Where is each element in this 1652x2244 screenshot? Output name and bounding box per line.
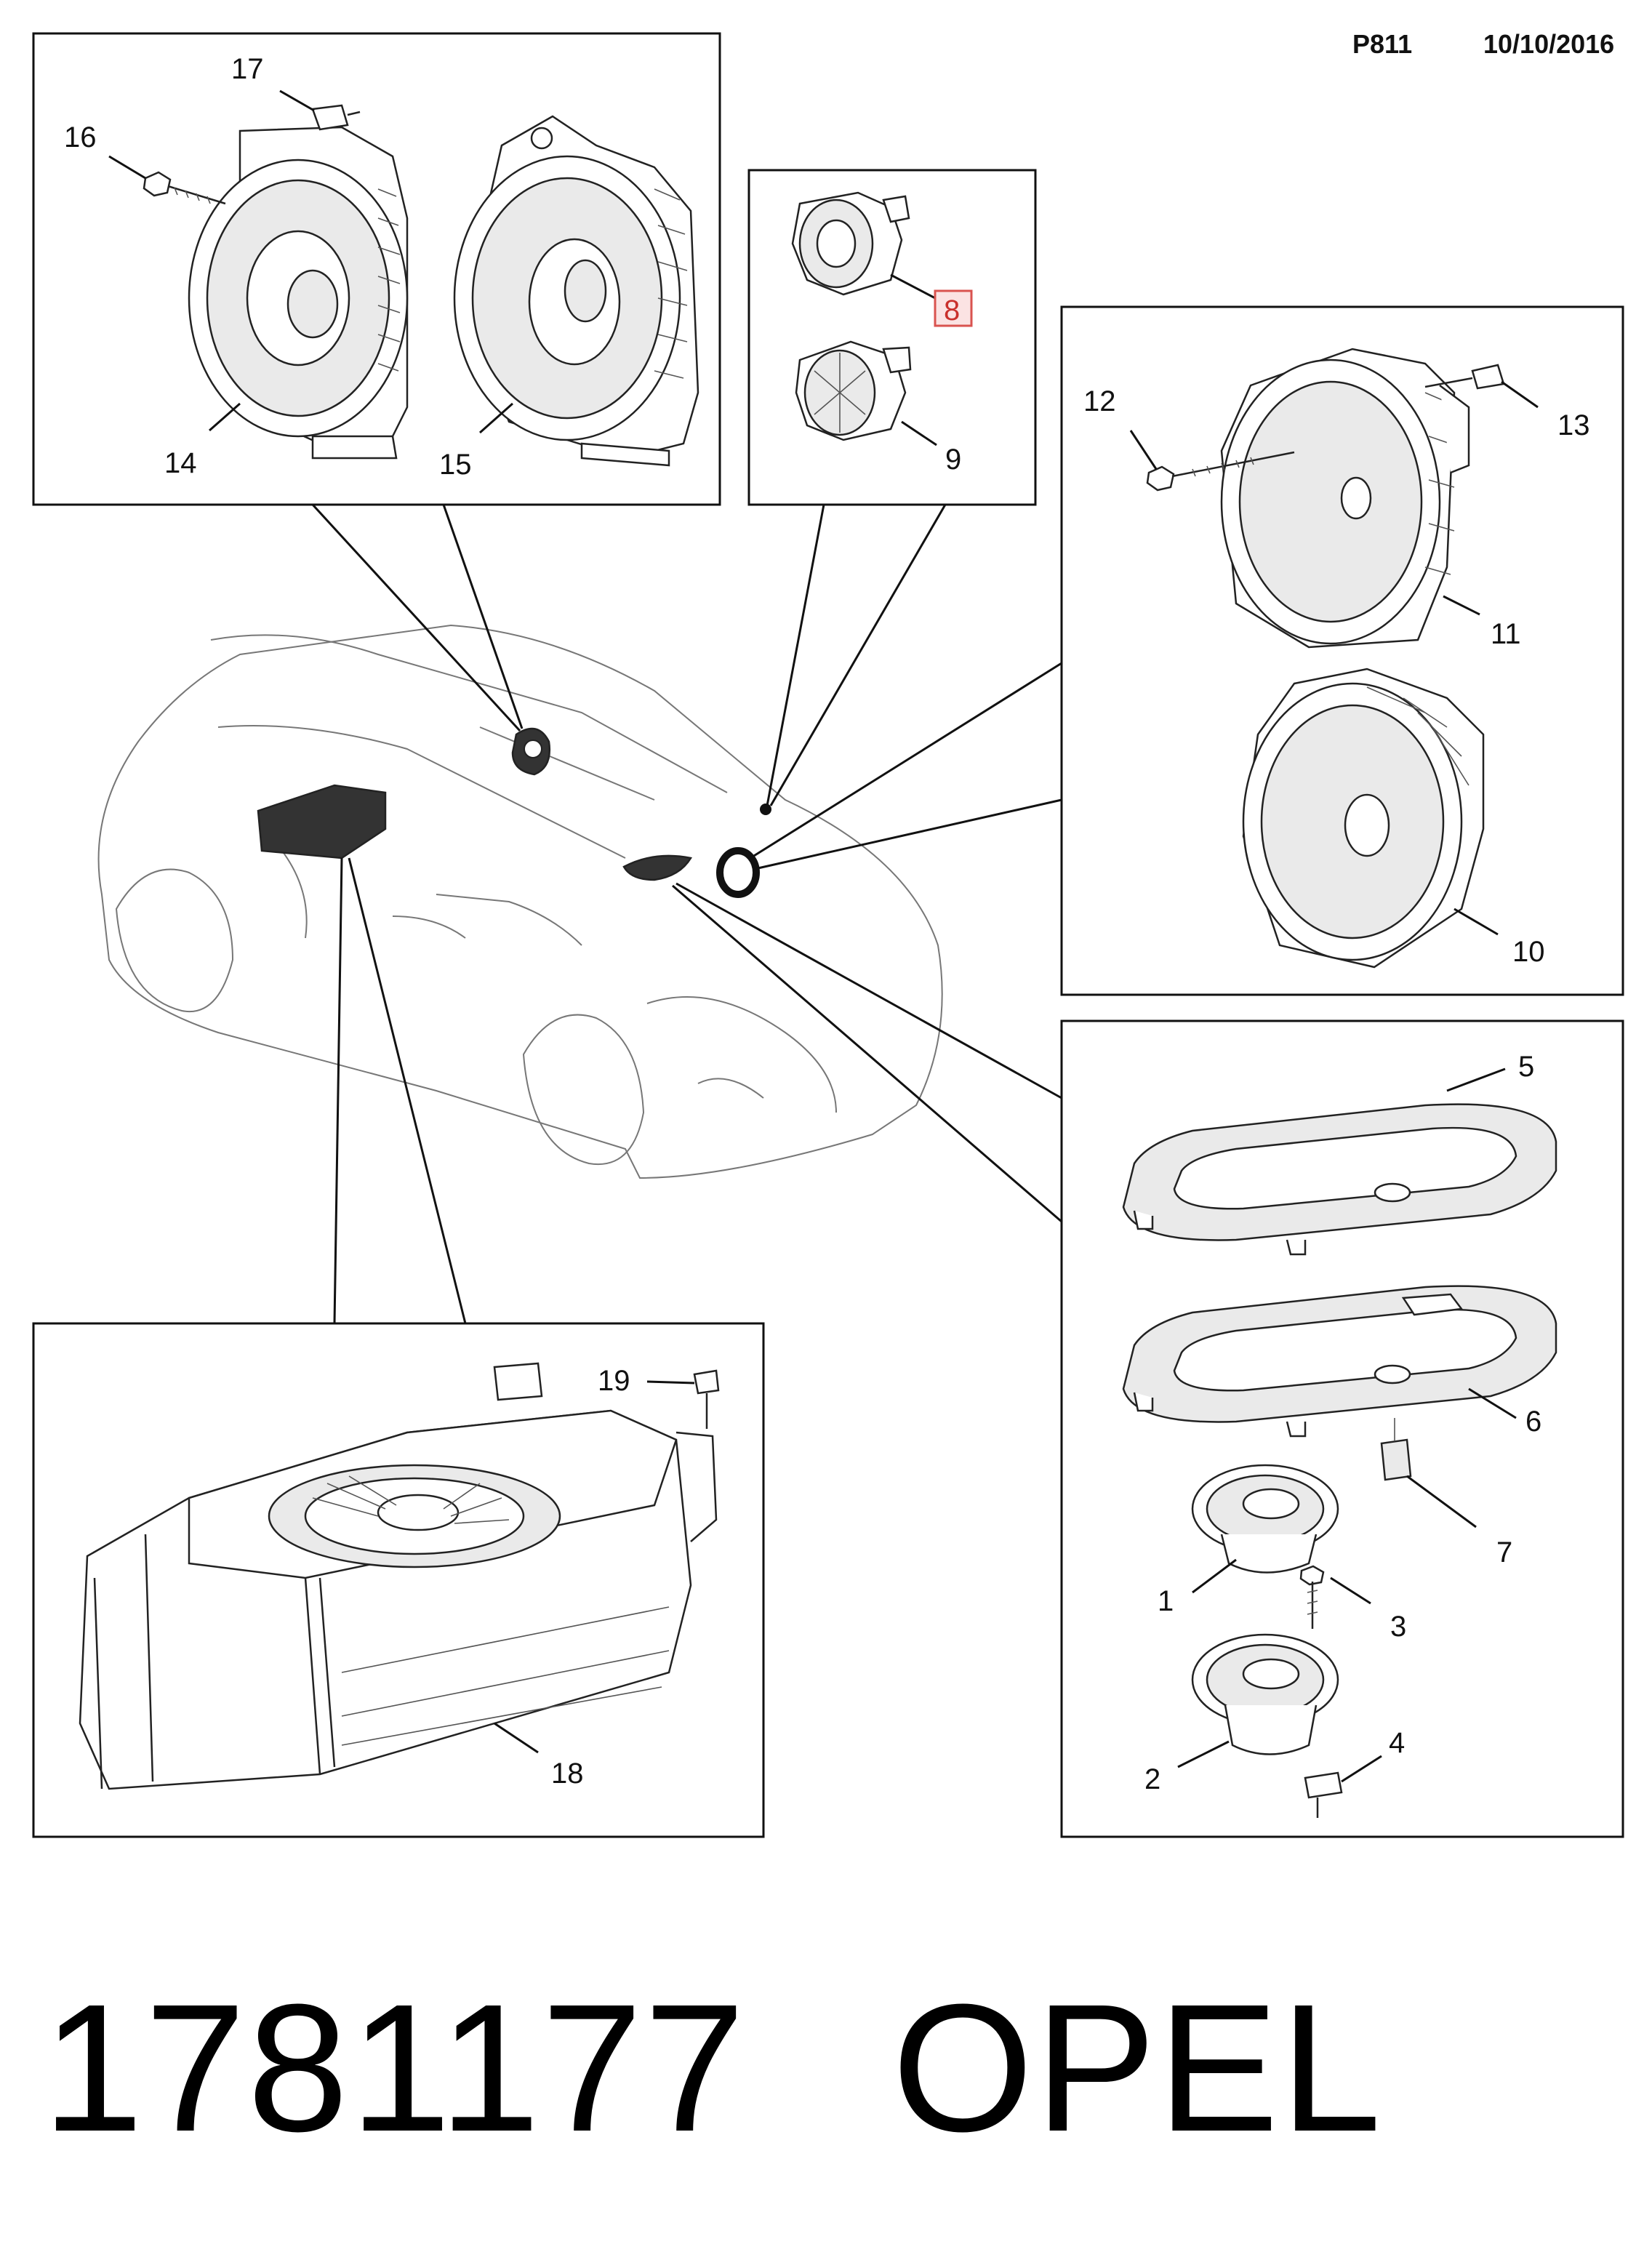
clip-19[interactable] (693, 1369, 720, 1429)
callout-5: 5 (1518, 1051, 1534, 1083)
callout-14: 14 (164, 447, 197, 479)
speaker-15[interactable] (453, 115, 699, 467)
speaker-10[interactable] (1242, 668, 1485, 969)
tweeter-9[interactable] (795, 340, 912, 441)
callout-12: 12 (1083, 385, 1116, 417)
callout-13: 13 (1557, 409, 1590, 441)
callout-17: 17 (231, 53, 264, 85)
panel-frame (1060, 1019, 1624, 1838)
car-part-markers (257, 727, 771, 898)
panel-subwoofer: 19 18 (32, 1322, 765, 1838)
clip-4[interactable] (1304, 1771, 1343, 1818)
callout-1: 1 (1158, 1585, 1174, 1617)
callout-16: 16 (64, 121, 97, 153)
screw-16[interactable] (143, 171, 226, 205)
tweeter-8[interactable] (791, 191, 910, 296)
brand-name: OPEL (891, 1966, 1383, 2169)
callout-8: 8 (944, 294, 960, 326)
screw-3[interactable] (1299, 1565, 1325, 1629)
highlight-box-8 (934, 289, 973, 327)
screw-12[interactable] (1146, 451, 1295, 492)
callout-18: 18 (551, 1758, 584, 1790)
panel-frame (1060, 305, 1624, 996)
callout-3: 3 (1390, 1611, 1406, 1643)
panel-rear-speakers: 12 13 11 10 (1060, 305, 1624, 996)
callout-2: 2 (1144, 1763, 1160, 1795)
panel-frame (32, 1322, 765, 1838)
callout-10: 10 (1512, 936, 1545, 968)
panel-center-speaker-assembly: 5 6 7 1 3 2 4 (1060, 1019, 1624, 1838)
panel-frame (747, 169, 1037, 506)
part-number: 1781177 (42, 1966, 747, 2169)
callout-7: 7 (1496, 1536, 1512, 1568)
panel-tweeters: 8 9 (747, 169, 1037, 506)
diagram-date: 10/10/2016 (1483, 29, 1615, 59)
callout-19: 19 (598, 1365, 630, 1397)
speaker-11[interactable] (1220, 348, 1470, 649)
grille-6[interactable] (1122, 1285, 1557, 1438)
leader-lines (311, 503, 1062, 1324)
page-code: P811 (1352, 29, 1413, 59)
panel-frame (32, 32, 721, 506)
panel-front-door-speakers: 16 17 14 15 (32, 32, 721, 506)
clip-17[interactable] (311, 104, 361, 131)
callout-15: 15 (439, 449, 472, 481)
clip-13[interactable] (1424, 364, 1505, 390)
grille-5[interactable] (1122, 1103, 1557, 1256)
callout-9: 9 (945, 444, 961, 476)
connector-7[interactable] (1380, 1418, 1412, 1481)
speaker-2[interactable] (1191, 1633, 1339, 1755)
subwoofer-18[interactable] (79, 1362, 718, 1790)
speaker-14[interactable] (188, 126, 409, 460)
vehicle-outline (97, 624, 943, 1179)
speaker-1[interactable] (1191, 1464, 1339, 1574)
callout-4: 4 (1389, 1727, 1405, 1759)
part-reference: 1781177 OPEL (42, 1963, 1383, 2172)
callout-6: 6 (1525, 1406, 1541, 1438)
callout-11: 11 (1491, 618, 1521, 650)
